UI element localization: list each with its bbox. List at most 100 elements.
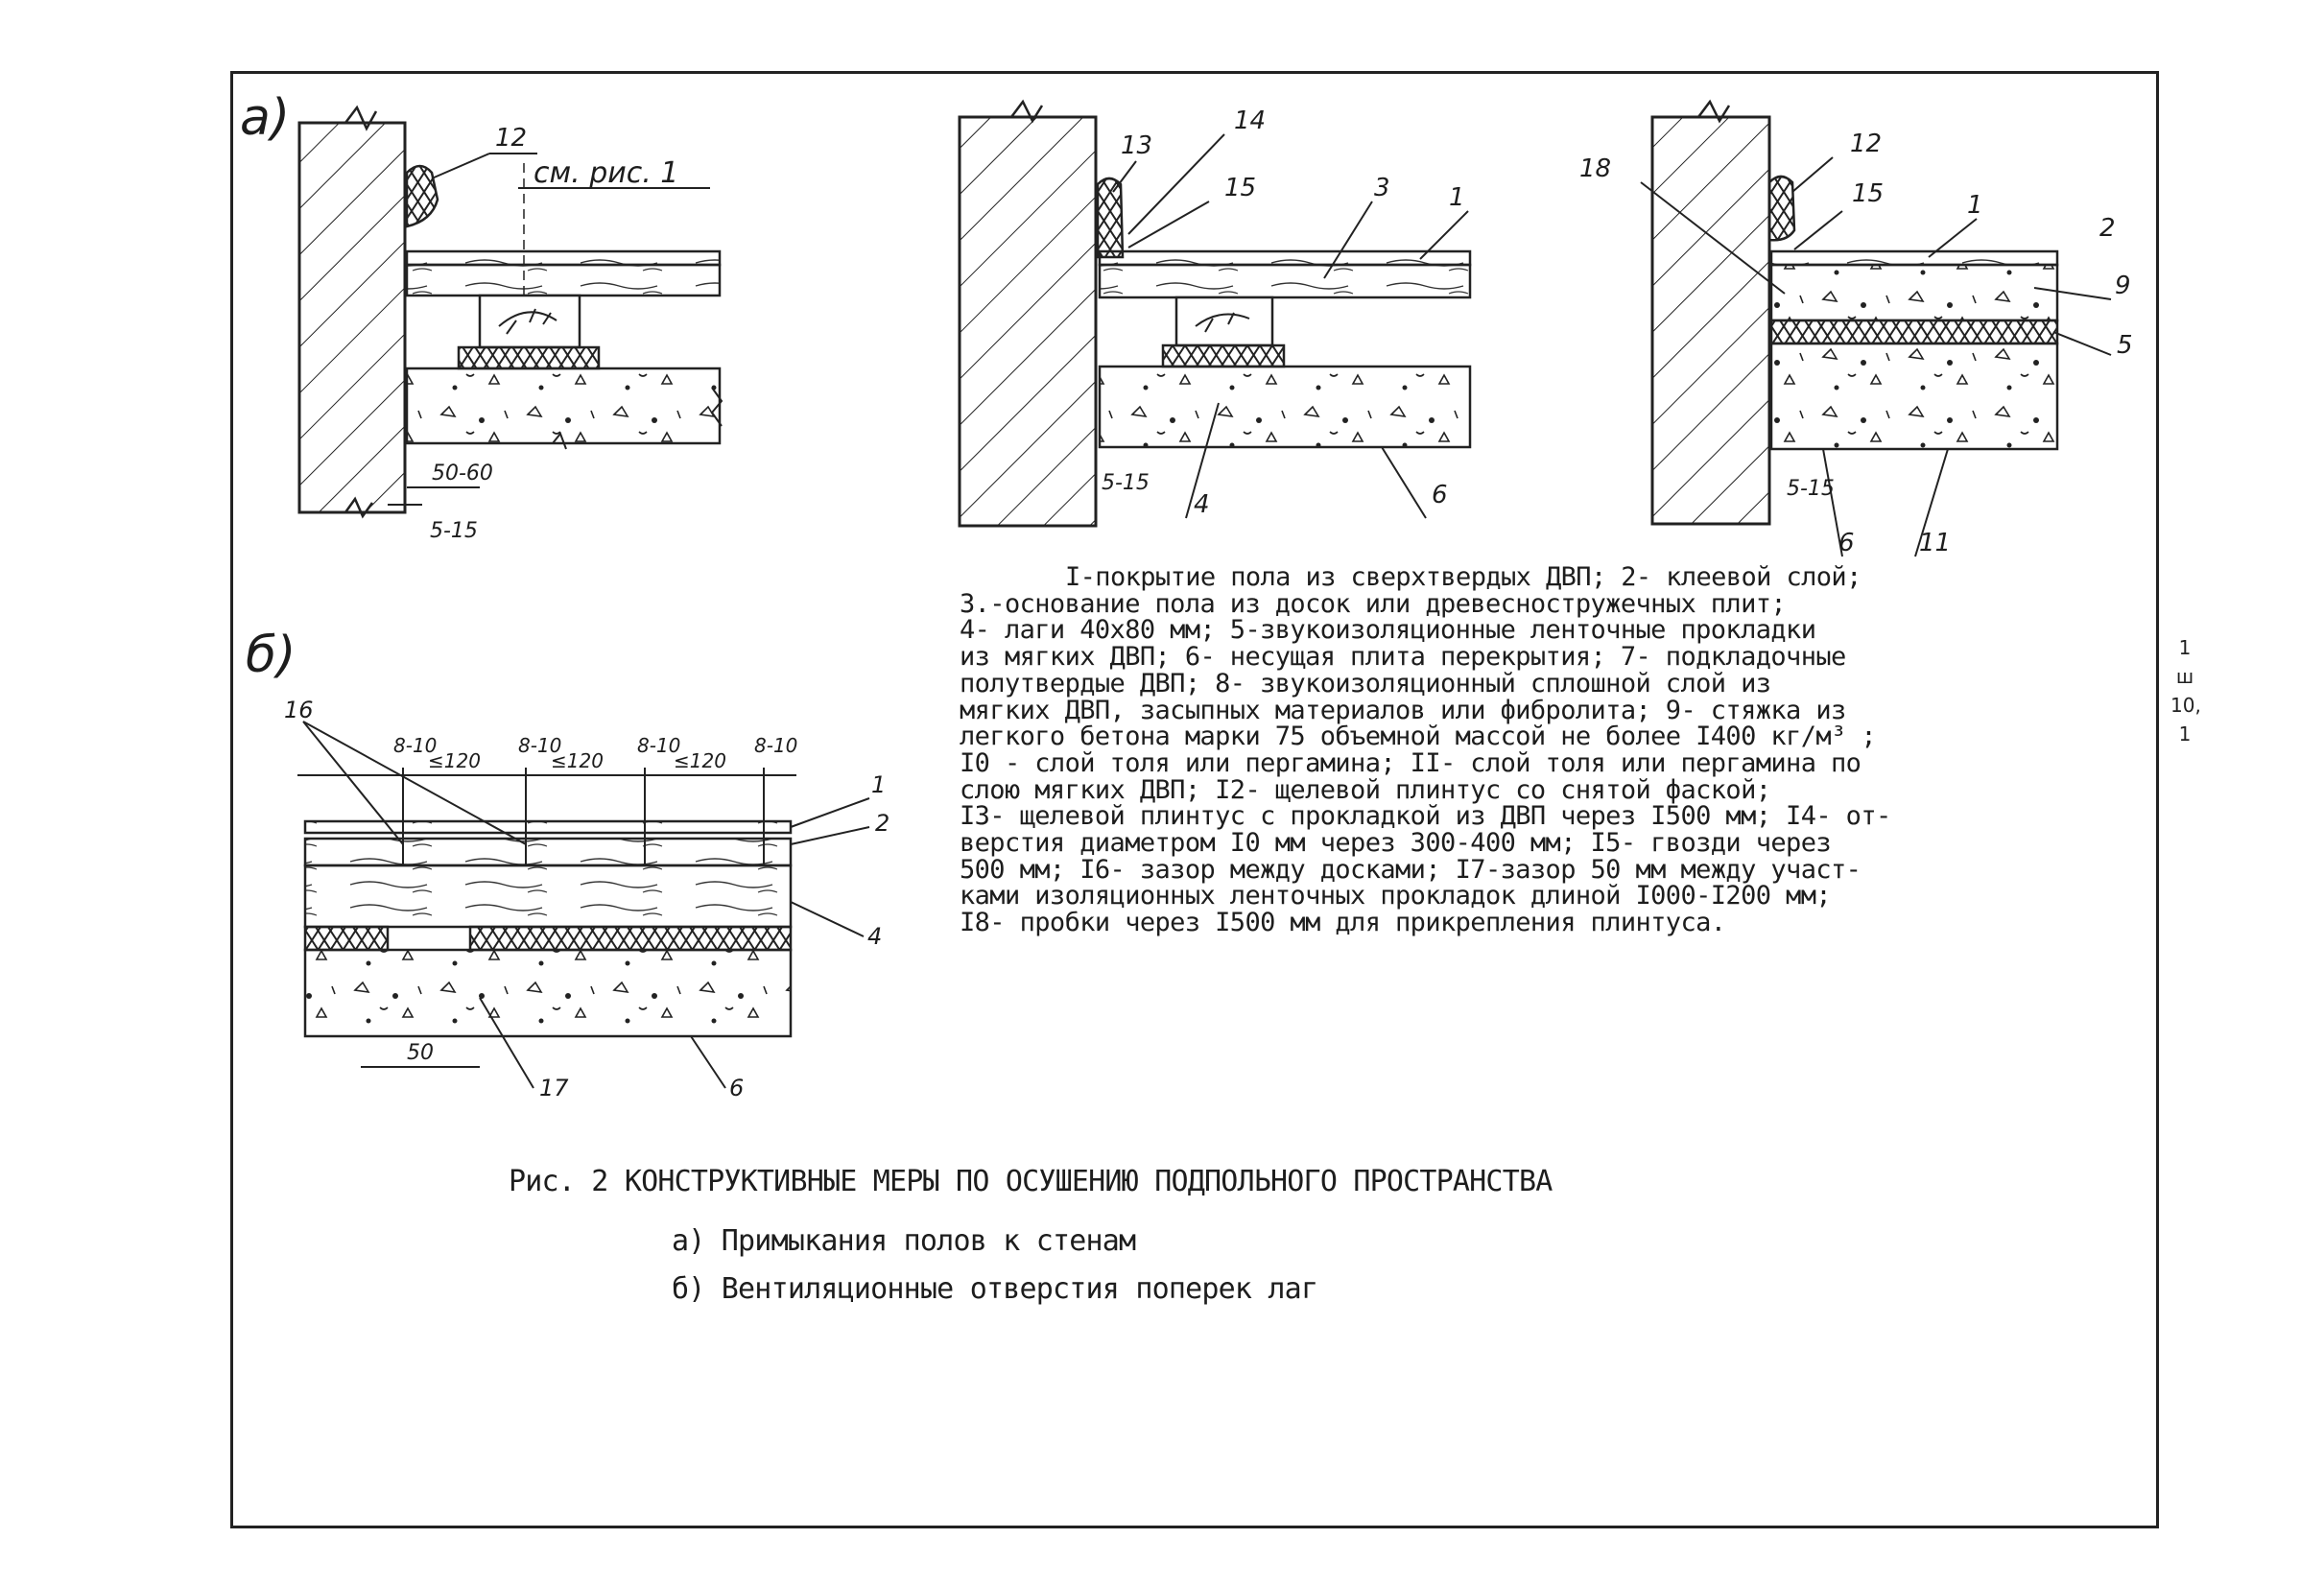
legend-line: мягких ДВП, засыпных материалов или фибр… [960, 695, 1846, 725]
joist-longitudinal [303, 864, 793, 929]
callout-16-leader-b [302, 721, 527, 845]
floor-finish [303, 819, 793, 835]
callout-13: 13 [1121, 131, 1152, 160]
legend-line: I-покрытие пола из сверхтвердых ДВП; 2- … [1065, 562, 1862, 592]
callout-11: 11 [1919, 529, 1951, 557]
callout-4: 4 [1194, 490, 1210, 519]
margin-note: 1 ш 10, 1 [2170, 633, 2201, 748]
floor-finish [1098, 249, 1472, 267]
frame-left-border [230, 71, 233, 1528]
callout-1-leader [1928, 218, 1978, 258]
callout-5: 5 [2117, 331, 2133, 360]
skirting-board [1096, 177, 1125, 259]
joist-grain [1195, 312, 1250, 333]
wall-hatch [1650, 115, 1771, 526]
figure-caption-item-a: а) Примыкания полов к стенам [672, 1224, 1136, 1258]
slab-break-bottom [552, 432, 567, 450]
legend-line: I3- щелевой плинтус с прокладкой из ДВП … [960, 801, 1891, 832]
gap-label-4: 8-10 [754, 734, 797, 757]
dim-edge: 5-15 [1102, 471, 1150, 495]
callout-4-leader [1185, 402, 1220, 519]
detail-a1: 12 см. рис. 1 50-60 5-15 [297, 105, 723, 543]
gap-label-1: 8-10 [393, 734, 437, 757]
strip-pad [457, 345, 601, 370]
callout-3-leader [1323, 201, 1373, 279]
legend-line: легкого бетона марки 75 объемной массой … [960, 722, 1877, 752]
frame-right-border [2156, 71, 2159, 1528]
wall-break-mark [344, 105, 378, 131]
strip-pad [1161, 343, 1286, 368]
callout-15-leader [1793, 210, 1843, 250]
skirting-board [1767, 175, 1796, 242]
callout-17: 17 [539, 1075, 569, 1101]
wall-hatch [297, 121, 407, 514]
callout-1: 1 [1967, 191, 1983, 220]
callout-1: 1 [871, 771, 886, 798]
strip-pad-left [303, 925, 390, 952]
callout-14-leader [1127, 133, 1225, 235]
floor-finish [405, 249, 722, 267]
callout-1-leader [1419, 210, 1469, 260]
dim-edge: 5-15 [430, 519, 478, 543]
figure-caption-title: Рис. 2 КОНСТРУКТИВНЫЕ МЕРЫ ПО ОСУШЕНИЮ П… [509, 1165, 1553, 1198]
callout-9-leader [2033, 287, 2112, 300]
slab [1769, 342, 2059, 451]
floor-base [405, 263, 722, 297]
slab [405, 367, 722, 445]
joist-grain [498, 308, 557, 335]
legend-line: 3.-основание пола из досок или древеснос… [960, 588, 1787, 619]
detail-a2: 13 14 15 3 1 4 6 5-15 [958, 99, 1472, 528]
wall-hatch [958, 115, 1098, 528]
callout-12: 12 [1850, 130, 1882, 158]
spacing-label-3: ≤120 [674, 749, 726, 772]
callout-6-leader [1381, 446, 1427, 519]
callout-5-leader [2052, 331, 2112, 356]
callout-14: 14 [1234, 107, 1266, 135]
callout-13-leader [1112, 160, 1137, 193]
legend-line: 4- лаги 40х80 мм; 5-звукоизоляционные ле… [960, 615, 1816, 646]
margin-note-line: ш [2175, 665, 2194, 688]
callout-6: 6 [1432, 481, 1448, 509]
callout-4-leader [790, 901, 865, 937]
callout-12-leader [431, 153, 490, 179]
callout-6: 6 [729, 1075, 744, 1101]
section-a-label: а) [240, 89, 290, 147]
slab-break [710, 387, 723, 427]
wall-break-mark-bottom [344, 496, 374, 519]
skirting-board [405, 164, 439, 228]
callout-6: 6 [1838, 529, 1855, 557]
strip-pad-right [468, 925, 793, 952]
callout-1-leader [790, 797, 870, 828]
slab [303, 948, 793, 1038]
callout-16: 16 [284, 697, 314, 723]
callout-2: 2 [2099, 214, 2116, 243]
callout-15-leader [1127, 201, 1210, 249]
callout-4: 4 [867, 923, 882, 950]
callout-2: 2 [875, 810, 889, 837]
callout-12-leader [1791, 156, 1834, 193]
legend-line: ками изоляционных ленточных прокладок дл… [960, 881, 1832, 911]
callout-6-leader [1822, 448, 1843, 557]
joist [1174, 296, 1274, 347]
frame-bottom-border [230, 1526, 2159, 1528]
floor-finish [1769, 249, 2059, 267]
ref-text: см. рис. 1 [534, 156, 678, 190]
spacing-label-2: ≤120 [551, 749, 604, 772]
detail-b: 8-10 8-10 8-10 8-10 ≤120 ≤120 ≤120 16 1 … [284, 697, 889, 1101]
callout-18: 18 [1579, 154, 1611, 183]
screed [1769, 263, 2059, 322]
callout-9: 9 [2115, 272, 2131, 300]
margin-note-line: 10, [2170, 694, 2201, 717]
gap-label-2: 8-10 [518, 734, 561, 757]
dim-bottom: 50 [407, 1041, 434, 1065]
gap-label-3: 8-10 [637, 734, 680, 757]
margin-note-line: 1 [2178, 636, 2192, 659]
spacing-label-1: ≤120 [428, 749, 481, 772]
wall-break-mark [1010, 99, 1044, 124]
callout-15: 15 [1852, 179, 1884, 208]
callout-2-leader [790, 826, 870, 845]
figure-caption-item-b: б) Вентиляционные отверстия поперек лаг [672, 1272, 1318, 1306]
legend-line: верстия диаметром I0 мм через 300-400 мм… [960, 828, 1832, 859]
